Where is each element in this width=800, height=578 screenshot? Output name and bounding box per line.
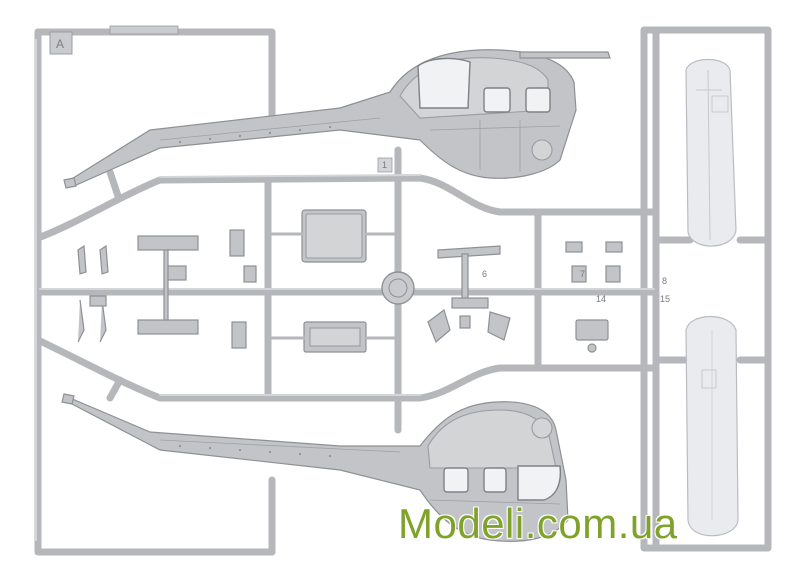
sprue-letter: A: [56, 37, 64, 51]
cabin-window-front-lower: [443, 467, 469, 493]
part-number-14: 14: [596, 294, 606, 304]
sprue-highlights: [35, 39, 655, 541]
rivet-rows: [178, 125, 332, 458]
cabin-window-rear-lower: [517, 465, 562, 501]
fuselage-half-upper: [63, 49, 611, 189]
clear-parts: [685, 59, 739, 537]
part-number-15: 15: [660, 294, 670, 304]
part-number-6: 6: [482, 269, 487, 279]
small-parts: [77, 209, 623, 353]
part-numbers: 1 8 14 15 7 6: [377, 157, 670, 304]
cabin-window-front: [417, 57, 471, 109]
cabin-window-mid-lower: [483, 467, 507, 493]
sprue-letter-tag: A: [49, 31, 73, 55]
part-number-8: 8: [662, 276, 667, 286]
sprue-runners: [34, 26, 772, 556]
sprue-label-bar: [109, 25, 179, 35]
fuselage-half-lower: [61, 393, 569, 542]
cabin-window-mid: [483, 87, 511, 113]
part-number-7: 7: [580, 269, 585, 279]
sprue-center-tag: [381, 271, 415, 305]
part-number-1: 1: [382, 160, 387, 170]
site-watermark: Modeli.com.ua: [398, 500, 678, 547]
clear-canopy-upper: [685, 59, 737, 247]
cabin-window-rear: [525, 87, 551, 113]
